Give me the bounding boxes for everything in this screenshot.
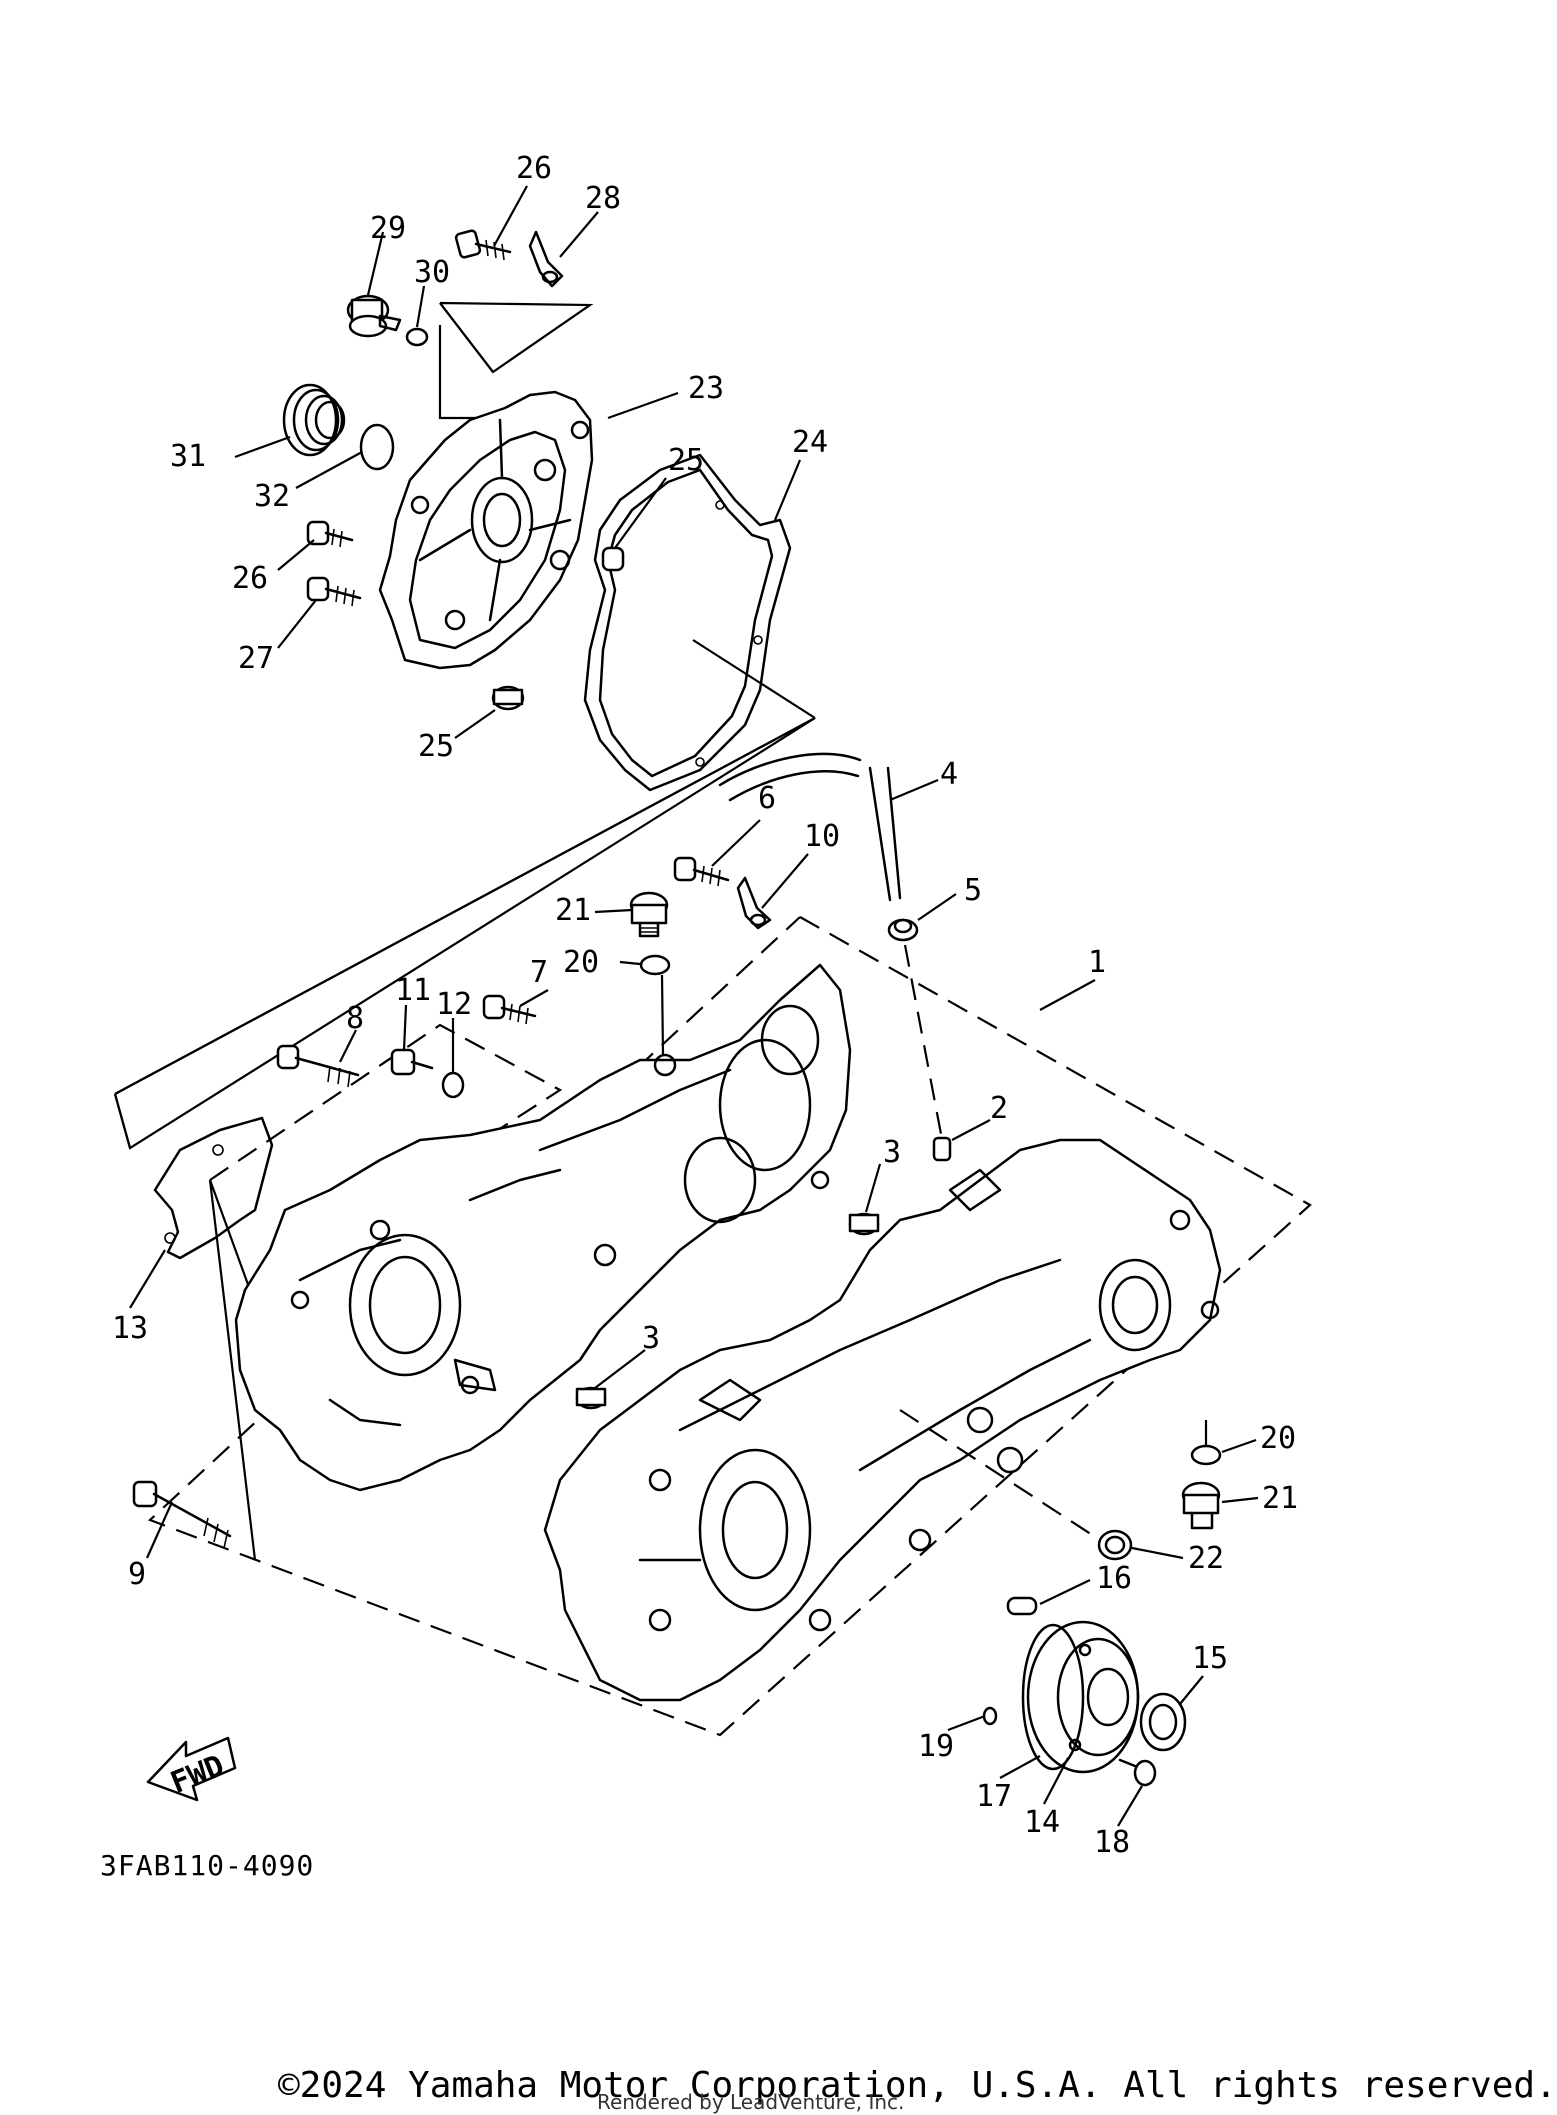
- o-ring-17: [1021, 1623, 1085, 1771]
- callout-16: 16: [1096, 1561, 1132, 1596]
- callout-18: 18: [1094, 1825, 1130, 1860]
- seal-22: [1097, 1529, 1133, 1561]
- hose-4: [718, 752, 902, 902]
- plug-21-right: [1181, 1481, 1221, 1530]
- hose-clip-5: [887, 918, 919, 942]
- callout-3-right: 3: [883, 1135, 901, 1170]
- callout-24: 24: [792, 425, 828, 460]
- callout-28: 28: [585, 181, 621, 216]
- oil-seal-15: [1139, 1692, 1187, 1752]
- callout-25-bottom: 25: [418, 729, 454, 764]
- callout-32: 32: [254, 479, 290, 514]
- callout-26-left: 26: [232, 561, 268, 596]
- gasket-group-line: [692, 639, 816, 719]
- fwd-arrow-icon: FWD: [146, 1736, 237, 1802]
- clamp-10: [736, 876, 772, 930]
- callout-30: 30: [414, 255, 450, 290]
- bolt-26-top: [454, 229, 512, 261]
- callout-20-right: 20: [1260, 1421, 1296, 1456]
- pin-16: [1006, 1596, 1038, 1616]
- callout-1: 1: [1088, 945, 1106, 980]
- cover-group-bracket: [439, 302, 494, 373]
- seal-22-route: [899, 1409, 1101, 1541]
- callout-29: 29: [370, 211, 406, 246]
- callout-14: 14: [1024, 1805, 1060, 1840]
- callout-27: 27: [238, 641, 274, 676]
- bolt-26-left: [306, 520, 354, 548]
- callout-20-top: 20: [563, 945, 599, 980]
- main-group-left-line: [113, 1093, 132, 1149]
- callout-12: 12: [436, 987, 472, 1022]
- screw-18: [1118, 1758, 1157, 1787]
- right-crankcase-half: [543, 1138, 1222, 1702]
- main-group-top-line: [114, 717, 816, 1095]
- callout-11: 11: [395, 973, 431, 1008]
- callout-22: 22: [1188, 1541, 1224, 1576]
- callout-9: 9: [128, 1557, 146, 1592]
- callout-4: 4: [940, 757, 958, 792]
- exploded-parts-diagram: FWD: [112, 151, 1312, 1860]
- washer-12: [441, 1071, 465, 1099]
- bolt-9-bracket: [208, 1179, 257, 1561]
- bolt-group-left: [208, 1179, 252, 1291]
- washer-20-right: [1190, 1444, 1222, 1466]
- callout-23: 23: [688, 371, 724, 406]
- hose-route-line: [903, 944, 947, 1156]
- cover-group-outline: [439, 301, 594, 374]
- callout-2: 2: [990, 1091, 1008, 1126]
- dowel-25-top: [601, 546, 625, 572]
- gasket-part: [583, 453, 792, 792]
- diagram-reference-code: 3FAB110-4090: [100, 1849, 315, 1882]
- plug-29: [346, 294, 402, 338]
- bolt-6: [673, 856, 730, 887]
- callout-13: 13: [112, 1311, 148, 1346]
- callout-21-right: 21: [1262, 1481, 1298, 1516]
- o-ring-30: [405, 327, 429, 347]
- callout-15: 15: [1192, 1641, 1228, 1676]
- crankcase-cover-part: [378, 390, 594, 670]
- washer-20-top: [639, 954, 671, 976]
- pin-19: [982, 1706, 998, 1726]
- gasket-13: [153, 1116, 274, 1260]
- cover-assembly-leader: [438, 325, 480, 420]
- callout-10: 10: [804, 819, 840, 854]
- clamp-28: [528, 230, 564, 288]
- callout-17: 17: [976, 1779, 1012, 1814]
- bolt-11: [390, 1048, 434, 1076]
- callout-31: 31: [170, 439, 206, 474]
- dowel-3-right: [848, 1212, 880, 1236]
- left-crankcase-half: [234, 963, 852, 1492]
- callout-labels: 26 28 29 30 23 31 32 25 24 26 27 25 4 6 …: [112, 151, 1298, 1860]
- bolt-8: [276, 1044, 360, 1088]
- copyright-notice: ©2024 Yamaha Motor Corporation, U.S.A. A…: [278, 2065, 1557, 2106]
- callout-26-top: 26: [516, 151, 552, 186]
- callout-7: 7: [530, 955, 548, 990]
- callout-3-lower: 3: [642, 1321, 660, 1356]
- washer-20-top-drop: [660, 974, 665, 1056]
- dowel-3-lower: [575, 1386, 607, 1410]
- cap-31: [282, 383, 346, 457]
- callout-19: 19: [918, 1729, 954, 1764]
- dowel-25-bottom: [491, 685, 525, 711]
- callout-5: 5: [964, 873, 982, 908]
- callout-6: 6: [758, 781, 776, 816]
- plug-21-top: [629, 891, 669, 938]
- callout-25-top: 25: [668, 443, 704, 478]
- callout-21-top: 21: [555, 893, 591, 928]
- bolt-9: [132, 1480, 232, 1549]
- rendered-by-watermark: Rendered by LeadVenture, Inc.: [597, 2090, 905, 2114]
- leader-lines: [129, 185, 1259, 1827]
- callout-8: 8: [346, 1001, 364, 1036]
- bolt-27: [306, 576, 362, 607]
- nipple-2: [932, 1136, 952, 1162]
- o-ring-32: [359, 423, 395, 471]
- bolt-7: [482, 994, 537, 1025]
